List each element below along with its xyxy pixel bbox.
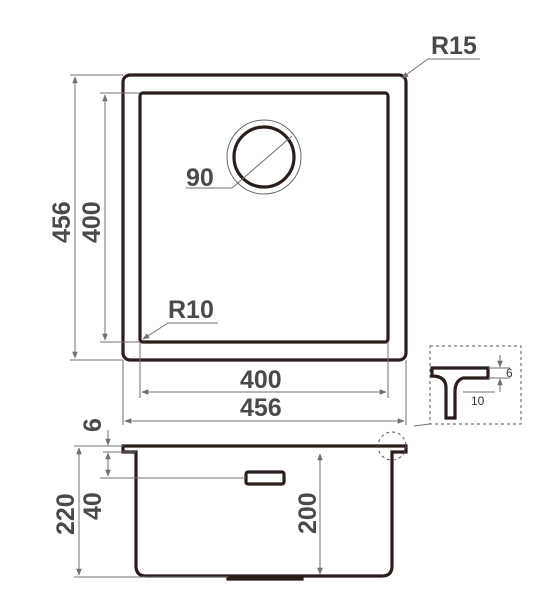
detail-width-label: 10: [471, 394, 485, 408]
drain-hole: [232, 125, 296, 189]
overflow-slot: [244, 470, 286, 486]
outer-width-label: 456: [240, 394, 282, 422]
drain-outer-ring: [226, 119, 302, 195]
outer-height-label: 456: [48, 201, 76, 243]
top-view: 90 R15 R10 456 400 400 456: [48, 32, 480, 425]
rim-profile: [430, 366, 490, 420]
side-view: 6 220 40 200: [52, 418, 408, 581]
inner-radius-label: R10: [168, 296, 214, 324]
top-radius-label: R15: [431, 32, 477, 60]
outer-rim-outline: [121, 73, 408, 362]
inner-height-label: 400: [78, 201, 106, 243]
rim-detail-view: 6 10: [413, 345, 522, 427]
sink-side-profile: [121, 444, 408, 578]
total-depth-label: 220: [52, 493, 80, 535]
detail-frame: [429, 345, 522, 425]
bowl-depth-label: 200: [294, 492, 322, 534]
rim-thickness-label: 6: [79, 418, 107, 432]
inner-width-label: 400: [240, 366, 282, 394]
detail-callout-circle: [377, 431, 407, 461]
overflow-depth-label: 40: [79, 492, 107, 520]
drain-diameter-label: 90: [186, 164, 214, 192]
detail-height-label: 6: [506, 366, 513, 380]
inner-bowl-outline: [138, 91, 390, 344]
